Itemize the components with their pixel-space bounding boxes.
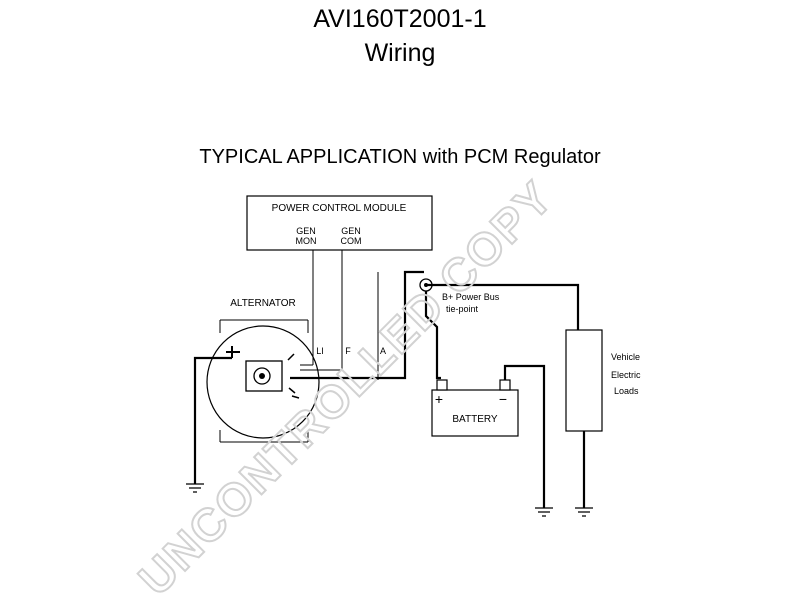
terminal-li: LI <box>316 346 324 356</box>
power-bus-label-2: tie-point <box>446 304 479 314</box>
gen-com-label-1: GEN <box>341 226 361 236</box>
battery-label: BATTERY <box>452 414 498 425</box>
power-control-module: POWER CONTROL MODULE GEN MON GEN COM <box>246 195 433 251</box>
alternator-output-wire <box>290 270 424 380</box>
battery-negative-post <box>499 379 511 391</box>
alt-plus-icon <box>226 346 240 358</box>
terminal-f: F <box>345 346 351 356</box>
pcm-signal-wires <box>300 250 343 371</box>
power-bus-label-1: B+ Power Bus <box>442 292 500 302</box>
application-heading: TYPICAL APPLICATION with PCM Regulator <box>199 146 601 168</box>
diagram-subtitle: Wiring <box>364 39 436 67</box>
loads-label-2: Electric <box>611 370 641 380</box>
pcm-title: POWER CONTROL MODULE <box>272 203 407 214</box>
diagram-title: AVI160T2001-1 <box>313 5 487 33</box>
alternator-label: ALTERNATOR <box>230 298 296 309</box>
power-bus-tie-point: B+ Power Bus tie-point <box>419 278 580 380</box>
battery-plus-sign: + <box>435 391 443 407</box>
terminal-a: A <box>380 346 386 356</box>
gen-com-label-2: COM <box>341 236 362 246</box>
alternator: ALTERNATOR LI F A <box>206 298 386 443</box>
vehicle-electric-loads: Vehicle Electric Loads <box>565 329 641 432</box>
alternator-ground <box>186 356 232 493</box>
loads-label-1: Vehicle <box>611 352 640 362</box>
battery-positive-post <box>436 379 448 391</box>
gen-mon-label-2: MON <box>296 236 317 246</box>
loads-ground <box>575 431 593 517</box>
gen-mon-label-1: GEN <box>296 226 316 236</box>
loads-label-3: Loads <box>614 386 639 396</box>
battery-minus-sign: − <box>499 391 507 407</box>
battery: + − BATTERY <box>431 379 519 437</box>
battery-ground <box>503 364 553 517</box>
